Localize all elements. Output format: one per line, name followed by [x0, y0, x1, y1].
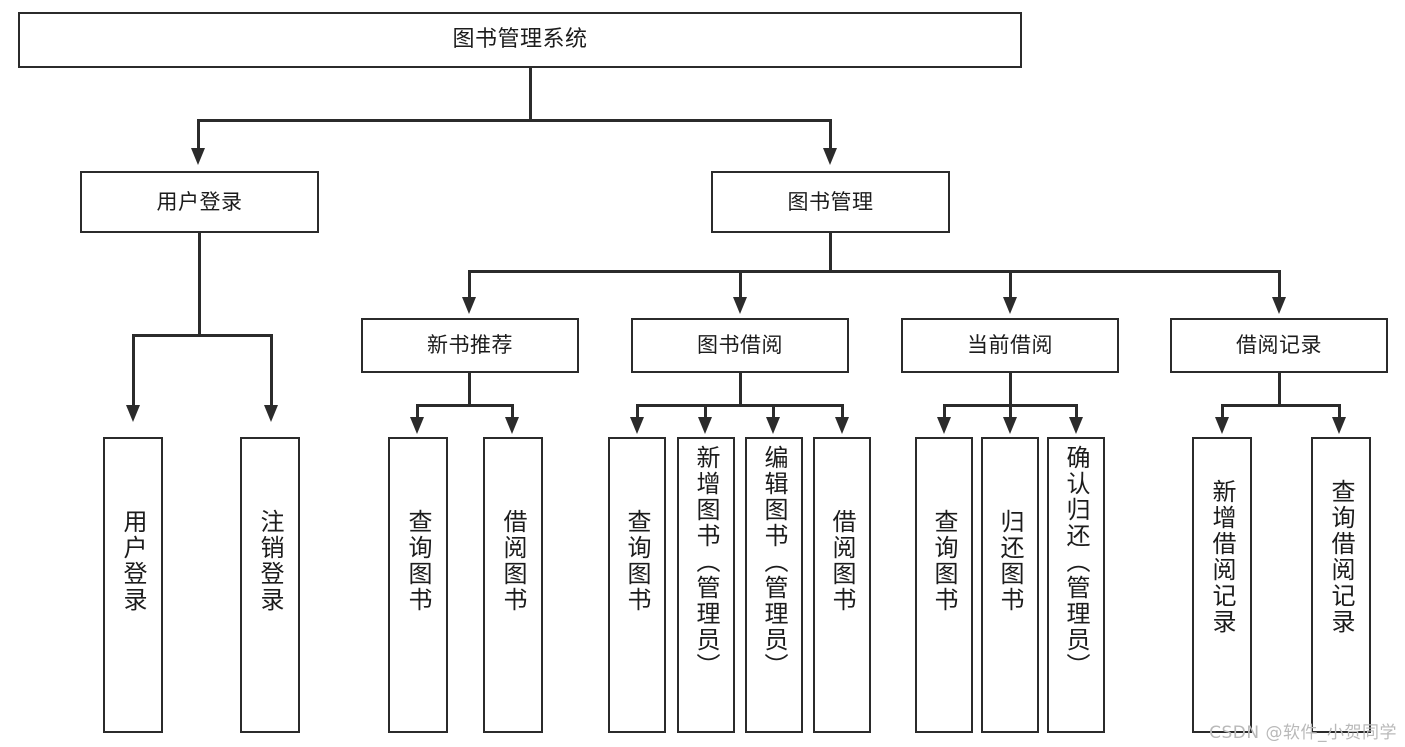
connector-root-stem	[529, 68, 532, 120]
leaf-label: 确认归还（管理员）	[1062, 445, 1090, 679]
node-borrow-record[interactable]: 借阅记录	[1170, 318, 1388, 373]
leaf-book-borrow-borrow[interactable]: 借阅图书	[813, 437, 871, 733]
leaf-book-borrow-add[interactable]: 新增图书（管理员）	[677, 437, 735, 733]
leaf-label: 查询借阅记录	[1327, 479, 1355, 635]
connector-to-borrow-record	[1278, 270, 1281, 298]
node-label: 图书管理	[787, 189, 874, 214]
connector-book-manage-bar	[468, 270, 1279, 273]
connector-new-book-drop-1	[416, 404, 419, 418]
leaf-new-book-query[interactable]: 查询图书	[388, 437, 448, 733]
arrowhead-to-book-borrow	[733, 297, 747, 314]
arrowhead-new-book-leaf-2	[505, 417, 519, 434]
arrowhead-to-borrow-record	[1272, 297, 1286, 314]
leaf-label: 编辑图书（管理员）	[760, 445, 788, 679]
connector-book-manage-stem	[829, 233, 832, 271]
leaf-label: 查询图书	[623, 509, 651, 613]
arrowhead-current-borrow-leaf-3	[1069, 417, 1083, 434]
connector-current-borrow-stem	[1009, 373, 1012, 405]
leaf-book-borrow-edit[interactable]: 编辑图书（管理员）	[745, 437, 803, 733]
connector-current-borrow-drop-3	[1075, 404, 1078, 418]
arrowhead-borrow-record-leaf-2	[1332, 417, 1346, 434]
leaf-borrow-record-add[interactable]: 新增借阅记录	[1192, 437, 1252, 733]
leaf-label: 借阅图书	[499, 509, 527, 613]
connector-book-borrow-drop-2	[704, 404, 707, 418]
arrowhead-current-borrow-leaf-1	[937, 417, 951, 434]
leaf-label: 借阅图书	[828, 509, 856, 613]
leaf-label: 用户登录	[119, 509, 147, 613]
connector-book-borrow-drop-1	[636, 404, 639, 418]
connector-borrow-record-drop-2	[1338, 404, 1341, 418]
arrowhead-book-borrow-leaf-1	[630, 417, 644, 434]
leaf-book-borrow-query[interactable]: 查询图书	[608, 437, 666, 733]
connector-to-new-book	[468, 270, 471, 298]
leaf-label: 查询图书	[930, 509, 958, 613]
connector-user-login-left-drop	[132, 334, 135, 406]
connector-book-borrow-drop-3	[772, 404, 775, 418]
connector-book-borrow-bar	[636, 404, 843, 407]
connector-root-bar	[197, 119, 832, 122]
connector-borrow-record-stem	[1278, 373, 1281, 405]
connector-user-login-stem	[198, 233, 201, 335]
arrowhead-to-current-borrow	[1003, 297, 1017, 314]
connector-new-book-drop-2	[511, 404, 514, 418]
leaf-new-book-borrow[interactable]: 借阅图书	[483, 437, 543, 733]
node-book-management[interactable]: 图书管理	[711, 171, 950, 233]
node-user-login[interactable]: 用户登录	[80, 171, 319, 233]
arrowhead-book-borrow-leaf-3	[766, 417, 780, 434]
connector-book-borrow-stem	[739, 373, 742, 405]
arrowhead-to-new-book	[462, 297, 476, 314]
node-current-borrow[interactable]: 当前借阅	[901, 318, 1119, 373]
connector-to-book-borrow	[739, 270, 742, 298]
arrowhead-book-borrow-leaf-2	[698, 417, 712, 434]
connector-to-current-borrow	[1009, 270, 1012, 298]
connector-current-borrow-drop-2	[1009, 404, 1012, 418]
leaf-label: 查询图书	[404, 509, 432, 613]
connector-new-book-bar	[416, 404, 513, 407]
node-label: 图书借阅	[697, 333, 783, 358]
connector-root-to-user-login	[197, 119, 200, 149]
leaf-label: 新增图书（管理员）	[692, 445, 720, 679]
csdn-watermark: CSDN @软件_小贺同学	[1209, 723, 1397, 743]
node-label: 图书管理系统	[452, 27, 588, 53]
node-root-system[interactable]: 图书管理系统	[18, 12, 1022, 68]
node-label: 借阅记录	[1236, 333, 1322, 358]
leaf-label: 注销登录	[256, 509, 284, 613]
arrowhead-user-login-leaf-2	[264, 405, 278, 422]
arrowhead-new-book-leaf-1	[410, 417, 424, 434]
leaf-label: 新增借阅记录	[1208, 479, 1236, 635]
arrowhead-user-login-leaf-1	[126, 405, 140, 422]
connector-root-to-book-manage	[829, 119, 832, 149]
arrowhead-borrow-record-leaf-1	[1215, 417, 1229, 434]
leaf-user-login-logout[interactable]: 注销登录	[240, 437, 300, 733]
leaf-current-borrow-query[interactable]: 查询图书	[915, 437, 973, 733]
connector-borrow-record-drop-1	[1221, 404, 1224, 418]
node-new-book-recommend[interactable]: 新书推荐	[361, 318, 579, 373]
arrowhead-root-to-user-login	[191, 148, 205, 165]
connector-user-login-bar	[132, 334, 272, 337]
node-label: 当前借阅	[967, 333, 1053, 358]
connector-book-borrow-drop-4	[841, 404, 844, 418]
arrowhead-current-borrow-leaf-2	[1003, 417, 1017, 434]
leaf-user-login-login[interactable]: 用户登录	[103, 437, 163, 733]
connector-new-book-stem	[468, 373, 471, 405]
arrowhead-book-borrow-leaf-4	[835, 417, 849, 434]
leaf-current-borrow-confirm[interactable]: 确认归还（管理员）	[1047, 437, 1105, 733]
node-book-borrow[interactable]: 图书借阅	[631, 318, 849, 373]
leaf-label: 归还图书	[996, 509, 1024, 613]
connector-current-borrow-drop-1	[943, 404, 946, 418]
arrowhead-root-to-book-manage	[823, 148, 837, 165]
node-label: 新书推荐	[427, 333, 513, 358]
leaf-borrow-record-query[interactable]: 查询借阅记录	[1311, 437, 1371, 733]
connector-user-login-right-drop	[270, 334, 273, 406]
connector-borrow-record-bar	[1221, 404, 1340, 407]
node-label: 用户登录	[156, 189, 243, 214]
leaf-current-borrow-return[interactable]: 归还图书	[981, 437, 1039, 733]
